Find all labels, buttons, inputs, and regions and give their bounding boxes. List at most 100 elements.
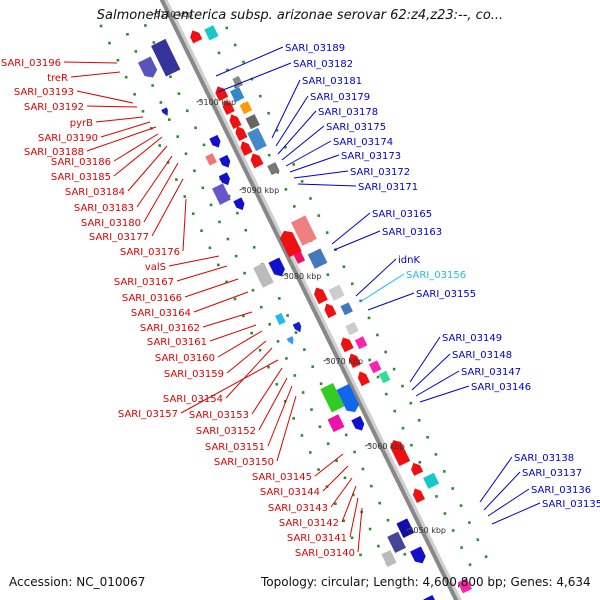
gene-label[interactable]: pyrB	[70, 118, 93, 129]
gene-label[interactable]: treR	[47, 73, 68, 84]
gene-label[interactable]: SARI_03167	[114, 277, 174, 288]
gene-feature[interactable]	[320, 382, 345, 413]
gene-feature[interactable]	[409, 461, 424, 476]
gene-label[interactable]: SARI_03151	[205, 442, 265, 453]
gene-feature[interactable]	[239, 101, 253, 115]
gene-label[interactable]: SARI_03173	[341, 151, 401, 162]
gene-feature[interactable]	[161, 107, 170, 117]
gene-feature[interactable]	[275, 312, 286, 326]
gene-feature[interactable]	[388, 437, 411, 467]
gene-feature[interactable]	[351, 415, 366, 433]
gene-feature[interactable]	[322, 302, 337, 319]
gene-feature[interactable]	[396, 518, 415, 539]
gene-feature[interactable]	[336, 383, 361, 415]
gene-label[interactable]: SARI_03137	[522, 468, 582, 479]
gene-feature[interactable]	[339, 335, 354, 353]
gene-label[interactable]: valS	[145, 262, 166, 273]
gene-label[interactable]: SARI_03153	[189, 410, 249, 421]
gene-label[interactable]: SARI_03155	[416, 289, 476, 300]
gene-feature[interactable]	[233, 197, 246, 212]
gene-label[interactable]: SARI_03141	[287, 533, 347, 544]
gene-label[interactable]: SARI_03156	[406, 270, 466, 281]
gene-label[interactable]: SARI_03164	[131, 308, 191, 319]
gene-feature[interactable]	[312, 285, 328, 305]
gene-label[interactable]: SARI_03172	[350, 167, 410, 178]
gene-feature[interactable]	[292, 321, 304, 334]
gene-feature[interactable]	[347, 352, 362, 369]
gene-label[interactable]: SARI_03163	[382, 227, 442, 238]
gene-feature[interactable]	[381, 550, 397, 567]
gene-feature[interactable]	[238, 139, 253, 156]
gene-feature[interactable]	[423, 595, 437, 600]
gene-label[interactable]: SARI_03157	[118, 409, 178, 420]
gene-feature[interactable]	[233, 124, 248, 141]
gene-label[interactable]: SARI_03150	[214, 457, 274, 468]
gene-label[interactable]: SARI_03159	[164, 369, 224, 380]
gene-feature[interactable]	[327, 414, 345, 433]
gene-label[interactable]: SARI_03178	[318, 107, 378, 118]
gene-label[interactable]: SARI_03145	[252, 472, 312, 483]
gene-feature[interactable]	[267, 162, 280, 176]
gene-label[interactable]: SARI_03162	[140, 323, 200, 334]
gene-feature[interactable]	[151, 38, 181, 77]
gene-feature[interactable]	[219, 154, 232, 170]
gene-label[interactable]: SARI_03152	[196, 426, 256, 437]
gene-label[interactable]: SARI_03144	[260, 487, 320, 498]
gene-feature[interactable]	[213, 84, 229, 102]
gene-label[interactable]: SARI_03179	[310, 92, 370, 103]
gene-label[interactable]: SARI_03135	[542, 499, 600, 510]
gene-feature[interactable]	[204, 25, 219, 41]
gene-label[interactable]: SARI_03138	[514, 453, 574, 464]
gene-label[interactable]: SARI_03136	[531, 485, 591, 496]
gene-feature[interactable]	[286, 336, 296, 346]
gene-label[interactable]: SARI_03177	[89, 232, 149, 243]
gene-feature[interactable]	[354, 336, 368, 350]
gene-feature[interactable]	[188, 28, 203, 44]
gene-feature[interactable]	[268, 257, 287, 278]
gene-feature[interactable]	[209, 134, 222, 150]
gene-feature[interactable]	[253, 262, 274, 288]
gene-label[interactable]: SARI_03182	[293, 59, 353, 70]
gene-feature[interactable]	[340, 302, 353, 316]
gene-label[interactable]: SARI_03149	[442, 333, 502, 344]
gene-label[interactable]: SARI_03161	[147, 337, 207, 348]
gene-label[interactable]: SARI_03140	[295, 548, 355, 559]
gene-feature[interactable]	[293, 251, 306, 264]
gene-label[interactable]: SARI_03186	[51, 157, 111, 168]
gene-feature[interactable]	[290, 215, 317, 246]
gene-feature[interactable]	[248, 151, 264, 169]
gene-label[interactable]: SARI_03196	[1, 58, 61, 69]
gene-feature[interactable]	[212, 183, 231, 205]
gene-label[interactable]: SARI_03142	[279, 518, 339, 529]
gene-label[interactable]: SARI_03148	[452, 350, 512, 361]
gene-label[interactable]: SARI_03176	[120, 247, 180, 258]
gene-feature[interactable]	[387, 531, 406, 554]
gene-label[interactable]: SARI_03180	[81, 218, 141, 229]
gene-label[interactable]: SARI_03174	[333, 137, 393, 148]
gene-label[interactable]: SARI_03185	[51, 172, 111, 183]
gene-feature[interactable]	[205, 153, 217, 166]
gene-label[interactable]: SARI_03147	[461, 367, 521, 378]
gene-label[interactable]: SARI_03146	[471, 382, 531, 393]
gene-feature[interactable]	[245, 114, 260, 130]
gene-feature[interactable]	[307, 248, 328, 269]
gene-label[interactable]: SARI_03171	[358, 182, 418, 193]
gene-label[interactable]: idnK	[398, 255, 420, 266]
gene-label[interactable]: SARI_03154	[163, 394, 223, 405]
gene-feature[interactable]	[220, 98, 235, 115]
gene-feature[interactable]	[230, 87, 245, 103]
gene-label[interactable]: SARI_03143	[268, 503, 328, 514]
gene-feature[interactable]	[410, 546, 428, 566]
gene-label[interactable]: SARI_03165	[372, 209, 432, 220]
gene-feature[interactable]	[227, 112, 242, 129]
gene-feature[interactable]	[247, 127, 267, 152]
gene-feature[interactable]	[457, 578, 472, 594]
gene-feature[interactable]	[232, 75, 244, 88]
gene-feature[interactable]	[138, 56, 159, 80]
gene-label[interactable]: SARI_03181	[302, 76, 362, 87]
gene-label[interactable]: SARI_03190	[38, 133, 98, 144]
gene-label[interactable]: SARI_03183	[74, 203, 134, 214]
gene-label[interactable]: SARI_03188	[24, 147, 84, 158]
gene-label[interactable]: SARI_03192	[24, 102, 84, 113]
gene-label[interactable]: SARI_03160	[155, 353, 215, 364]
